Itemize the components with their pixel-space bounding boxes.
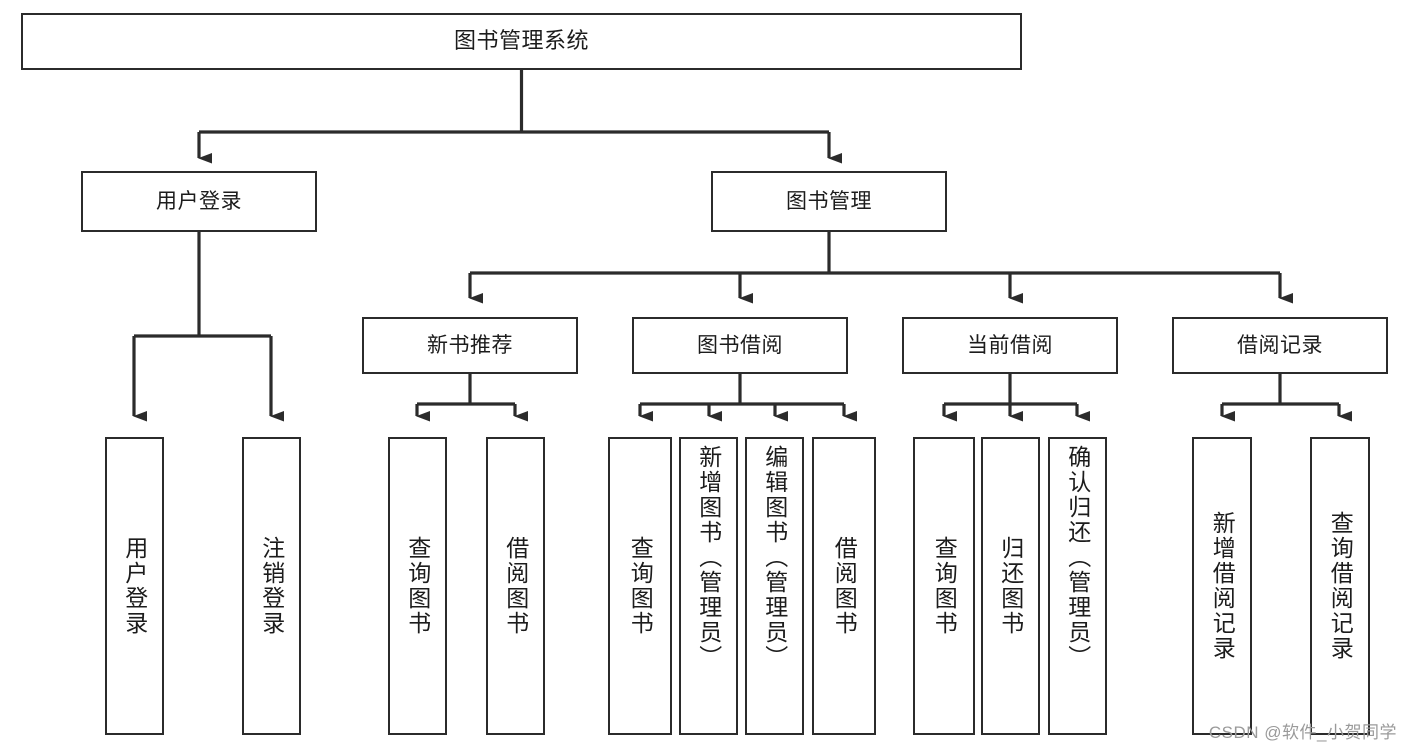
- node-label: 图书管理: [786, 189, 872, 213]
- node-label: 查询借阅记录: [1327, 511, 1354, 661]
- node-label: 确认归还（管理员）: [1064, 445, 1091, 670]
- node-label: 图书借阅: [697, 333, 783, 357]
- leaf-edit-book-admin[interactable]: 编辑图书（管理员）: [745, 437, 804, 735]
- node-new-book-recommend[interactable]: 新书推荐: [362, 317, 578, 374]
- node-label: 新增借阅记录: [1209, 511, 1236, 661]
- node-book-management[interactable]: 图书管理: [711, 171, 947, 232]
- node-root-book-management-system[interactable]: 图书管理系统: [21, 13, 1022, 70]
- node-label: 用户登录: [121, 536, 148, 636]
- leaf-logout[interactable]: 注销登录: [242, 437, 301, 735]
- leaf-query-book-current[interactable]: 查询图书: [913, 437, 975, 735]
- node-label: 编辑图书（管理员）: [761, 445, 788, 670]
- node-label: 借阅记录: [1237, 333, 1323, 357]
- leaf-query-book-borrow[interactable]: 查询图书: [608, 437, 672, 735]
- node-label: 查询图书: [627, 536, 654, 636]
- node-label: 借阅图书: [831, 536, 858, 636]
- node-label: 借阅图书: [502, 536, 529, 636]
- node-label: 新增图书（管理员）: [695, 445, 722, 670]
- node-label: 查询图书: [931, 536, 958, 636]
- leaf-confirm-return-admin[interactable]: 确认归还（管理员）: [1048, 437, 1107, 735]
- leaf-user-login[interactable]: 用户登录: [105, 437, 164, 735]
- leaf-add-book-admin[interactable]: 新增图书（管理员）: [679, 437, 738, 735]
- node-label: 当前借阅: [967, 333, 1053, 357]
- node-current-borrow[interactable]: 当前借阅: [902, 317, 1118, 374]
- node-label: 新书推荐: [427, 333, 513, 357]
- node-borrow-record[interactable]: 借阅记录: [1172, 317, 1388, 374]
- node-label: 归还图书: [997, 536, 1024, 636]
- node-label: 用户登录: [156, 189, 242, 213]
- leaf-borrow-book-borrow[interactable]: 借阅图书: [812, 437, 876, 735]
- csdn-watermark: CSDN @软件_小贺同学: [1208, 723, 1397, 742]
- node-book-borrow[interactable]: 图书借阅: [632, 317, 848, 374]
- node-label: 查询图书: [404, 536, 431, 636]
- leaf-return-book[interactable]: 归还图书: [981, 437, 1040, 735]
- leaf-query-book-recommend[interactable]: 查询图书: [388, 437, 447, 735]
- node-label: 图书管理系统: [453, 28, 589, 54]
- node-label: 注销登录: [258, 536, 285, 636]
- leaf-add-borrow-record[interactable]: 新增借阅记录: [1192, 437, 1252, 735]
- leaf-borrow-book-recommend[interactable]: 借阅图书: [486, 437, 545, 735]
- leaf-query-borrow-record[interactable]: 查询借阅记录: [1310, 437, 1370, 735]
- node-user-login[interactable]: 用户登录: [81, 171, 317, 232]
